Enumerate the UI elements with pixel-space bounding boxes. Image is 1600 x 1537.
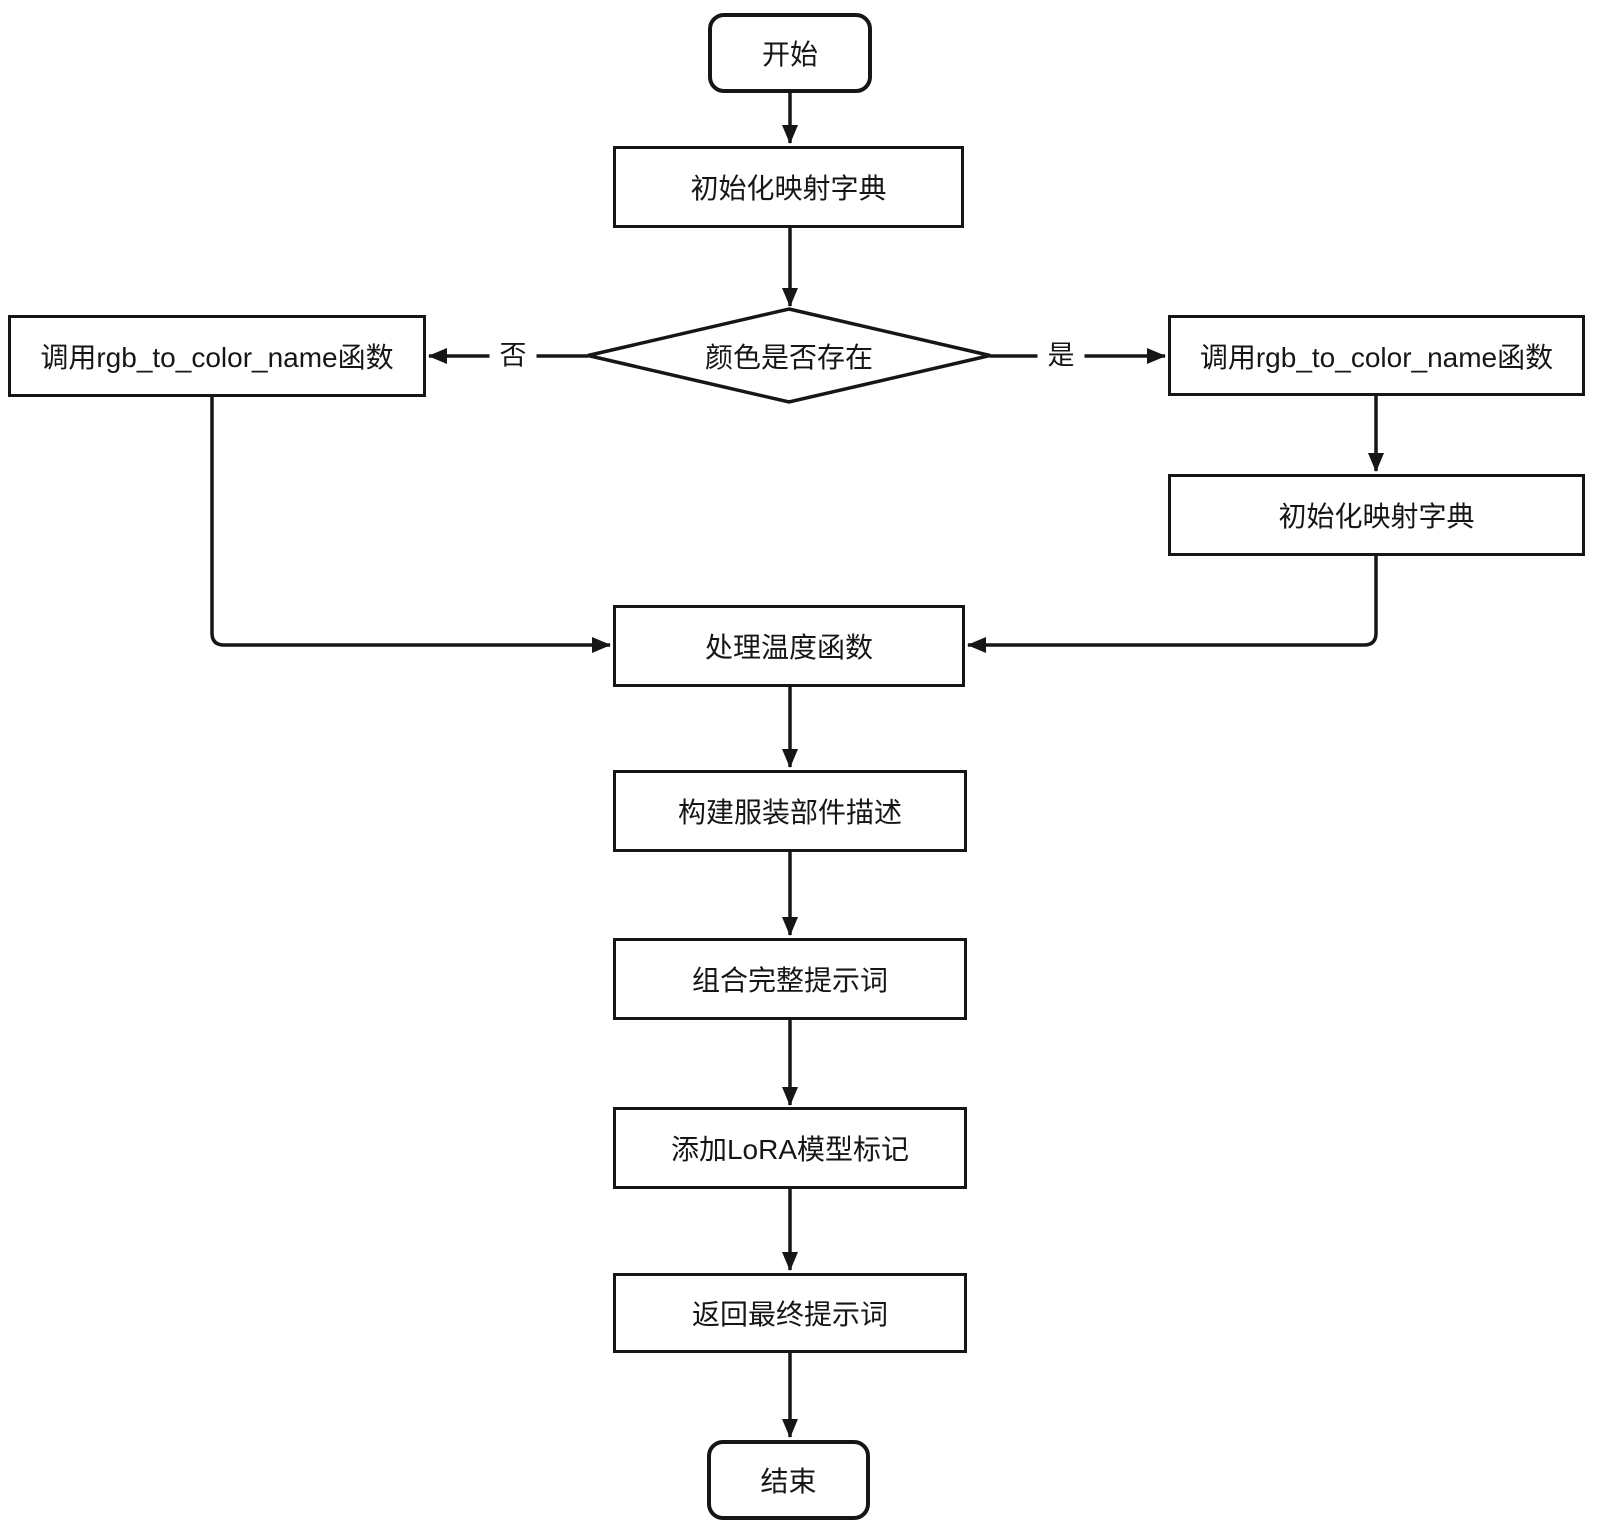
node-init-dict-right: 初始化映射字典	[1168, 474, 1585, 556]
edge-label-yes: 是	[1037, 342, 1085, 370]
decision-diamond-shape	[587, 307, 991, 404]
node-build-parts-label: 构建服装部件描述	[677, 797, 902, 828]
node-combine-prompt-label: 组合完整提示词	[691, 965, 888, 996]
node-call-rgb-right-label: 调用rgb_to_color_name函数	[1199, 341, 1554, 373]
node-init-dict: 初始化映射字典	[613, 146, 964, 228]
connector-left-call-to-process-temp	[210, 397, 611, 653]
node-decision-label: 颜色是否存在	[704, 342, 873, 373]
node-call-rgb-left-label: 调用rgb_to_color_name函数	[40, 342, 394, 373]
node-combine-prompt: 组合完整提示词	[613, 938, 967, 1020]
node-decision: 颜色是否存在	[639, 341, 939, 373]
connector-right-init-to-process-temp	[967, 556, 1378, 653]
node-process-temp-label: 处理温度函数	[704, 632, 873, 663]
node-return-prompt-label: 返回最终提示词	[691, 1299, 888, 1330]
node-end-label: 结束	[760, 1466, 817, 1497]
node-process-temp: 处理温度函数	[613, 605, 965, 687]
node-add-lora-label: 添加LoRA模型标记	[670, 1134, 910, 1165]
edge-label-no: 否	[489, 342, 537, 370]
node-start: 开始	[708, 13, 872, 93]
node-end: 结束	[707, 1440, 870, 1520]
node-call-rgb-right: 调用rgb_to_color_name函数	[1168, 315, 1585, 396]
node-start-label: 开始	[761, 39, 818, 70]
node-init-dict-label: 初始化映射字典	[690, 173, 887, 204]
node-call-rgb-left: 调用rgb_to_color_name函数	[8, 315, 426, 397]
node-build-parts: 构建服装部件描述	[613, 770, 967, 852]
node-add-lora: 添加LoRA模型标记	[613, 1107, 967, 1189]
node-init-dict-right-label: 初始化映射字典	[1278, 501, 1475, 532]
node-return-prompt: 返回最终提示词	[613, 1273, 967, 1353]
